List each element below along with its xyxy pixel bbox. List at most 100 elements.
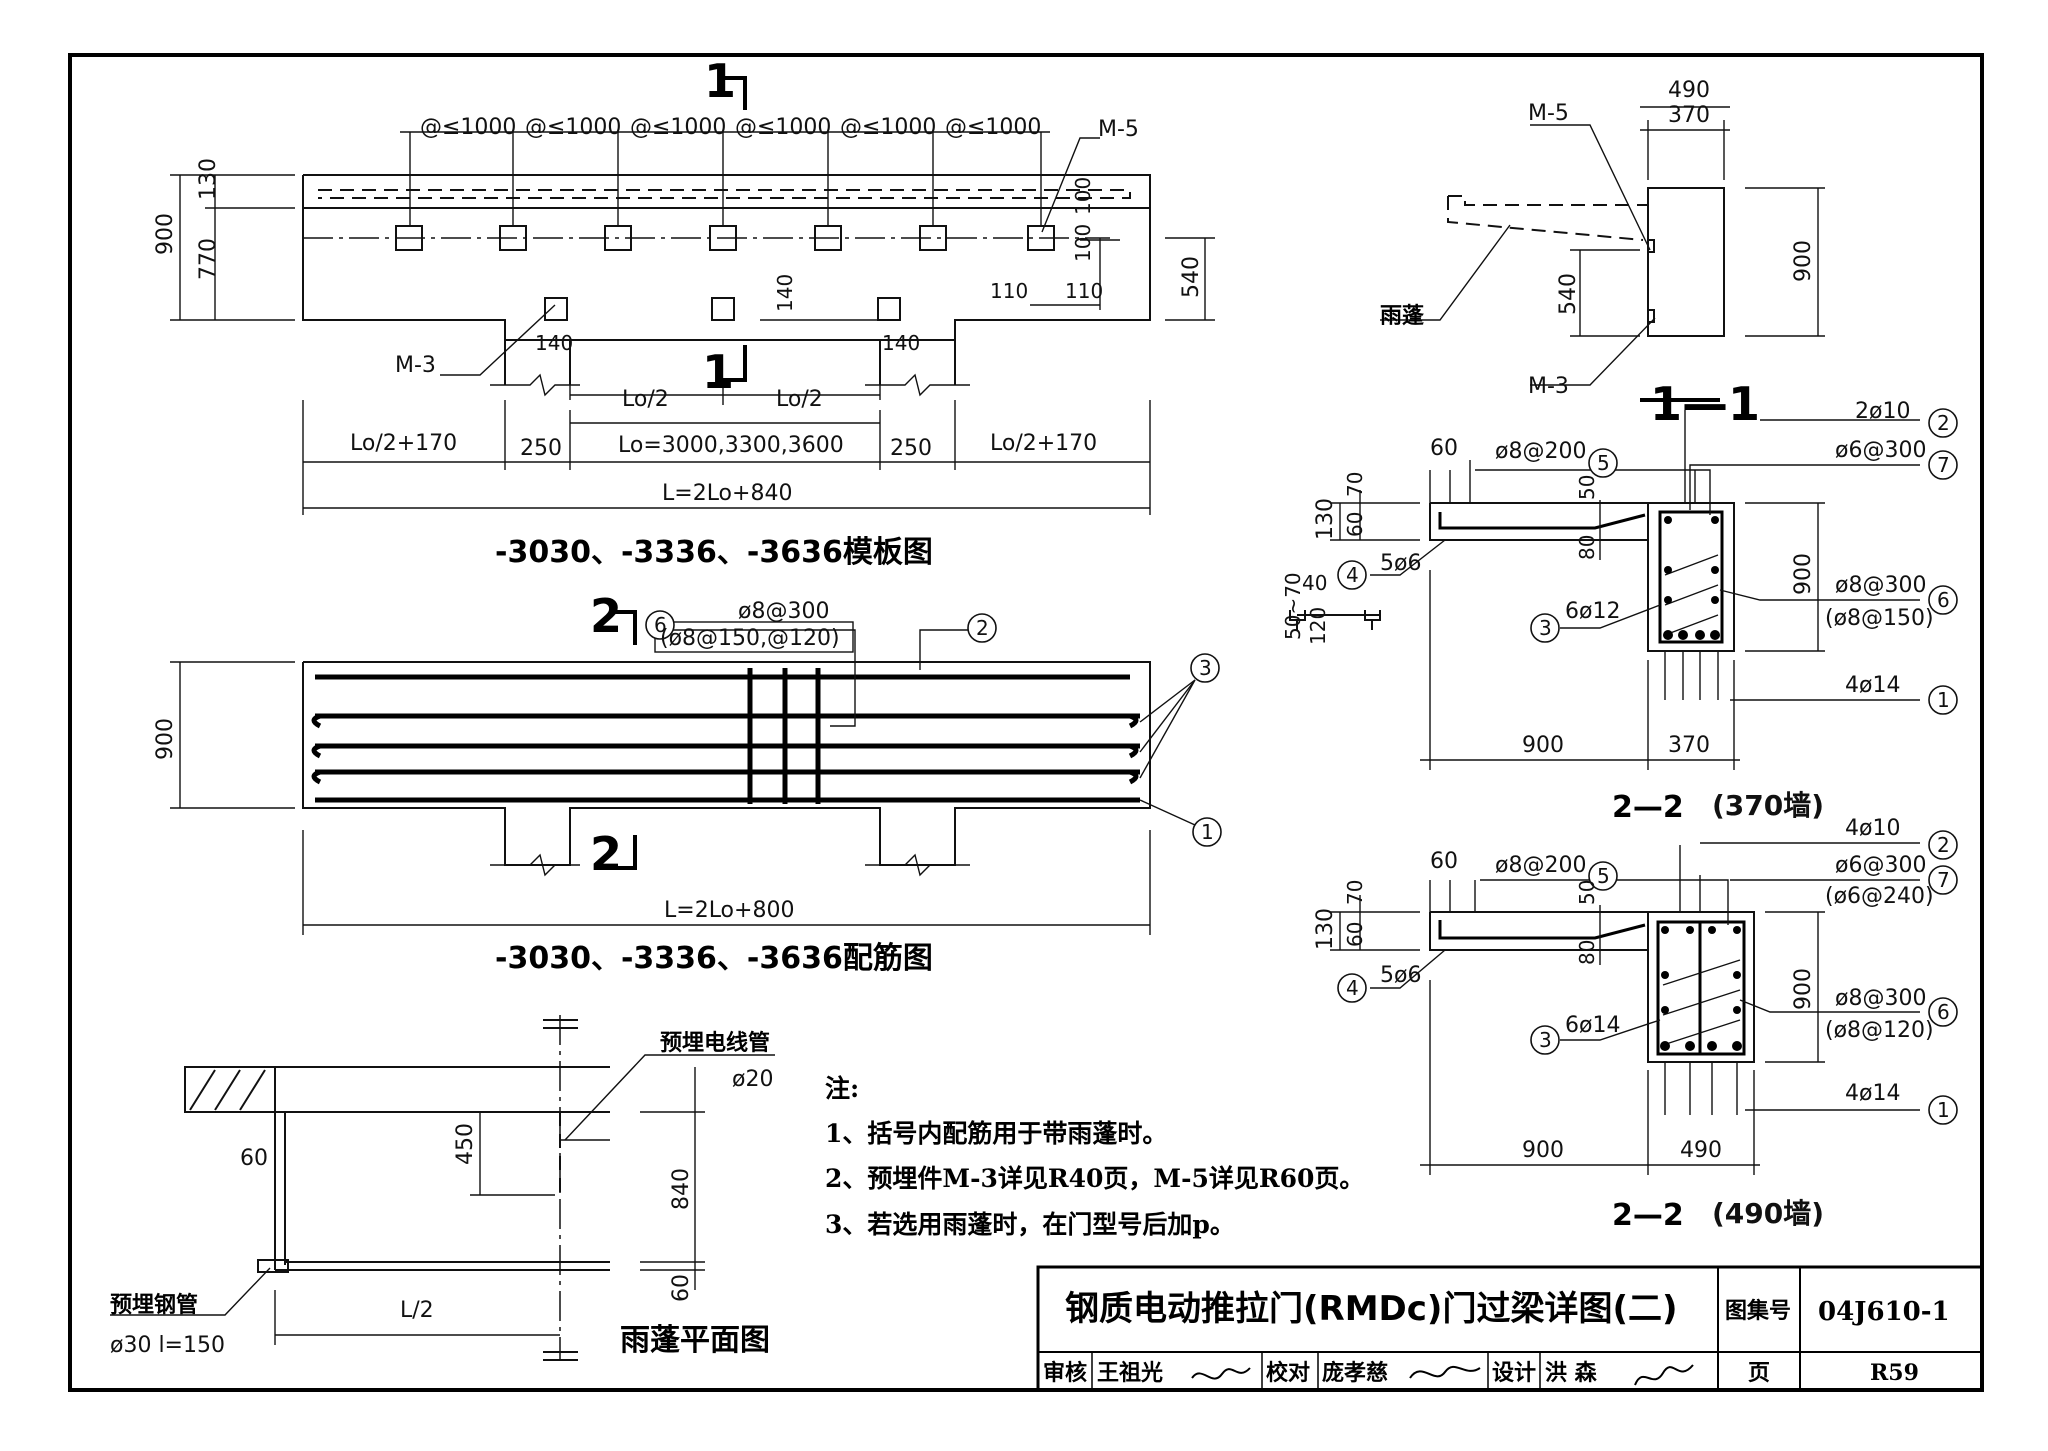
seg-lo: Lo=3000,3300,3600 (618, 433, 844, 458)
design-label: 设计 (1492, 1360, 1536, 1386)
sec22-w900: 900 (1522, 1138, 1564, 1163)
note-2: 2、预埋件M-3详见R40页，M-5详见R60页。 (825, 1164, 1364, 1193)
sec11-callout-7 (1928, 450, 1958, 480)
sec11-top-long: 2ø10 (1855, 399, 1910, 424)
sec22-stir2alt: (ø8@120) (1825, 1018, 1934, 1043)
sec22-callout-5 (1588, 861, 1618, 891)
dim-770: 770 (196, 238, 221, 280)
sec22-d900v: 900 (1791, 968, 1816, 1010)
canopy-caption: 雨蓬平面图 (620, 1323, 770, 1358)
spacing-label: @≤1000 (945, 115, 1041, 140)
section-2-mark: 2 (590, 589, 622, 643)
sec11-dist: 5ø6 (1380, 551, 1421, 576)
sec22-stirrup: ø6@300 (1835, 853, 1926, 878)
dim-130: 130 (196, 158, 221, 200)
rebar-dim-900: 900 (153, 718, 178, 760)
sec22-caption-a: 2—2 (1612, 1198, 1684, 1233)
sec11-d130: 130 (1313, 498, 1338, 540)
wire-dia: ø20 (732, 1067, 773, 1092)
section-490 (1330, 842, 1920, 1175)
callout-6 (645, 610, 675, 640)
lo-half-left: Lo/2 (622, 387, 669, 412)
sec11-top-bar: ø8@200 (1495, 439, 1586, 464)
sec11-d900v: 900 (1791, 553, 1816, 595)
section-2-mark-bottom: 2 (590, 827, 622, 881)
sec11-c2: 2 (1937, 411, 1950, 435)
formwork-caption: -3030、-3336、-3636模板图 (495, 535, 933, 570)
sec22-top-long: 4ø10 (1845, 816, 1900, 841)
sec22-caption-b: (490墙) (1712, 1197, 1824, 1230)
sec22-c3: 3 (1539, 1028, 1552, 1052)
dim-140-mid: 140 (773, 274, 797, 312)
sec11-d70: 70 (1343, 472, 1367, 497)
reviewer-name: 王祖光 (1097, 1360, 1163, 1386)
sec22-stirrup-alt: (ø6@240) (1825, 884, 1934, 909)
sec11-stir2alt: (ø8@150) (1825, 606, 1934, 631)
atlas-label: 图集号 (1725, 1298, 1791, 1324)
callout-3 (1190, 653, 1220, 683)
checker-name: 庞孝慈 (1322, 1360, 1388, 1386)
side-dim-370: 370 (1668, 103, 1710, 128)
rebar-total: L=2Lo+800 (664, 898, 794, 923)
sec22-side-bars: 6ø14 (1565, 1013, 1620, 1038)
page-number: R59 (1870, 1360, 1919, 1386)
sec22-d60v: 60 (1343, 922, 1367, 947)
spacing-label: @≤1000 (840, 115, 936, 140)
side-dim-540: 540 (1556, 273, 1581, 315)
spacing-label: @≤1000 (420, 115, 516, 140)
sec11-callout-6 (1928, 585, 1958, 615)
note-1: 1、括号内配筋用于带雨蓬时。 (825, 1119, 1167, 1148)
sec22-bottom: 4ø14 (1845, 1081, 1900, 1106)
lo-half-right: Lo/2 (776, 387, 823, 412)
sec22-callout-1 (1928, 1095, 1958, 1125)
sheet-title: 钢质电动推拉门(RMDc)门过梁详图(二) (1065, 1289, 1678, 1329)
dim-110b: 110 (1065, 279, 1103, 303)
side-dim-900: 900 (1791, 240, 1816, 282)
dim-100b: 100 (1071, 224, 1095, 262)
sec22-stir2: ø8@300 (1835, 986, 1926, 1011)
note-3: 3、若选用雨蓬时，在门型号后加p。 (825, 1210, 1235, 1239)
canopy-dim-60: 60 (240, 1146, 268, 1171)
sec11-callout-4 (1337, 560, 1367, 590)
sec22-callout-3 (1530, 1025, 1560, 1055)
rebar-plan (170, 610, 1196, 935)
sec11-bottom: 4ø14 (1845, 673, 1900, 698)
sec22-callout-4 (1337, 973, 1367, 1003)
dim-540: 540 (1179, 256, 1204, 298)
sec11-c4: 4 (1346, 563, 1359, 587)
sec11-side-bars: 6ø12 (1565, 599, 1620, 624)
sec11-c3: 3 (1539, 616, 1552, 640)
sec22-c6: 6 (1937, 1000, 1950, 1024)
sec22-c2: 2 (1937, 833, 1950, 857)
sec11-c1: 1 (1937, 688, 1950, 712)
total-length: L=2Lo+840 (662, 481, 792, 506)
sec22-c4: 4 (1346, 976, 1359, 1000)
sec22-d80: 80 (1575, 940, 1599, 965)
dim-100a: 100 (1071, 177, 1095, 215)
dim-900: 900 (153, 213, 178, 255)
canopy-dim-840: 840 (669, 1168, 694, 1210)
sec22-callout-6 (1928, 997, 1958, 1027)
side-canopy: 雨蓬 (1380, 303, 1425, 329)
sec11-w370: 370 (1668, 733, 1710, 758)
callout-2 (967, 613, 997, 643)
stirrup-spec: ø8@300 (738, 599, 829, 624)
canopy-dim-450: 450 (453, 1123, 478, 1165)
sec11-title: 1—1 (1650, 377, 1760, 431)
seg-250b: 250 (890, 436, 932, 461)
sec22-c7: 7 (1937, 868, 1950, 892)
sec11-d60: 60 (1430, 436, 1458, 461)
sheet-border (68, 53, 1984, 1392)
title-block (1036, 1265, 1984, 1392)
sec22-callout-2 (1928, 830, 1958, 860)
sec11-d40: 40 (1302, 571, 1327, 595)
sec11-d50: 50 (1575, 475, 1599, 500)
wire-label: 预埋电线管 (660, 1030, 770, 1056)
spacing-label: @≤1000 (735, 115, 831, 140)
side-m5: M-5 (1528, 101, 1569, 126)
callout-2-text: 2 (976, 616, 989, 640)
notes-head: 注: (825, 1074, 859, 1103)
sec11-d80: 80 (1575, 535, 1599, 560)
sec22-d50: 50 (1575, 880, 1599, 905)
rebar-caption: -3030、-3336、-3636配筋图 (495, 941, 933, 976)
